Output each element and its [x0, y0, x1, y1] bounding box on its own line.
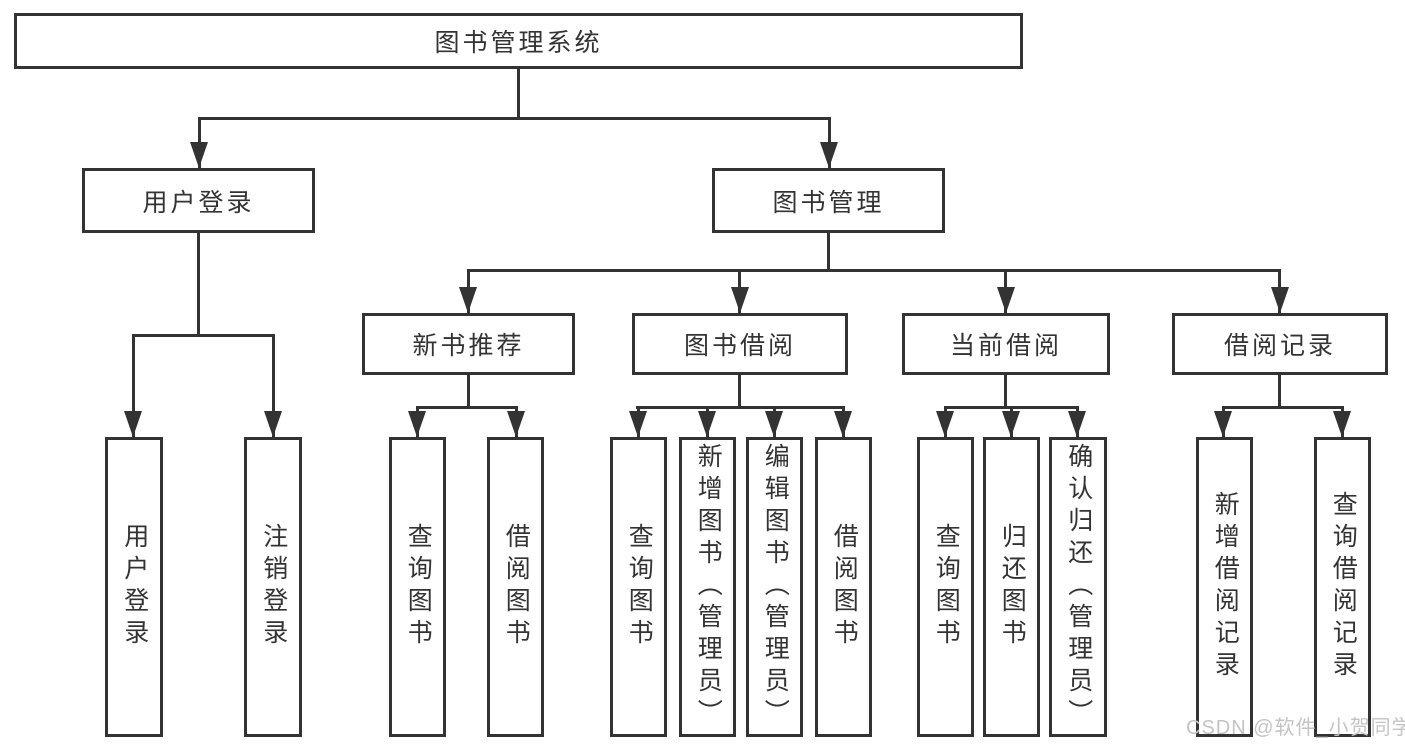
- arrow-down-icon: [507, 411, 525, 437]
- leaf-query-borrow-record: 查询借阅记录: [1314, 437, 1371, 737]
- arrow-down-icon: [264, 411, 282, 437]
- arrow-down-icon: [1271, 287, 1289, 313]
- leaf-query-borrow-record-label: 查询借阅记录: [1329, 491, 1358, 683]
- node-current-borrow: 当前借阅: [902, 313, 1110, 375]
- connector-book-management-stub: [827, 233, 830, 272]
- leaf-borrow-books-recommend-label: 借阅图书: [502, 523, 531, 651]
- node-root-label: 图书管理系统: [434, 29, 603, 57]
- node-new-book-recommend-label: 新书推荐: [412, 332, 525, 360]
- leaf-return-book: 归还图书: [983, 437, 1040, 737]
- connector-book-borrow-branch: [636, 406, 845, 409]
- leaf-edit-book-admin: 编辑图书（管理员）: [746, 437, 803, 737]
- leaf-user-login: 用户登录: [105, 437, 163, 737]
- connector-borrow-record-branch: [1222, 406, 1344, 409]
- arrow-down-icon: [459, 287, 477, 313]
- connector-level3-branch: [467, 269, 1281, 272]
- leaf-add-borrow-record-label: 新增借阅记录: [1211, 491, 1240, 683]
- node-current-borrow-label: 当前借阅: [949, 332, 1062, 360]
- node-borrow-record: 借阅记录: [1172, 313, 1388, 375]
- arrow-down-icon: [698, 411, 716, 437]
- connector-user-login-branch: [132, 334, 275, 337]
- arrow-down-icon: [997, 287, 1015, 313]
- leaf-add-borrow-record: 新增借阅记录: [1196, 437, 1253, 737]
- connector-level2-branch: [198, 117, 831, 120]
- leaf-edit-book-admin-label: 编辑图书（管理员）: [761, 443, 790, 731]
- connector-new-book-stub: [467, 375, 470, 409]
- arrow-down-icon: [1068, 411, 1086, 437]
- connector-borrow-record-stub: [1278, 375, 1281, 409]
- leaf-logout-label: 注销登录: [259, 523, 288, 651]
- node-book-borrow-label: 图书借阅: [683, 332, 796, 360]
- arrow-down-icon: [731, 287, 749, 313]
- leaf-query-books-borrow-label: 查询图书: [625, 523, 654, 651]
- leaf-confirm-return-admin-label: 确认归还（管理员）: [1064, 443, 1093, 731]
- connector-line: [132, 334, 135, 437]
- leaf-add-book-admin: 新增图书（管理员）: [679, 437, 736, 737]
- arrow-down-icon: [834, 411, 852, 437]
- leaf-query-books-recommend: 查询图书: [389, 437, 446, 737]
- node-user-login-label: 用户登录: [142, 188, 255, 217]
- node-borrow-record-label: 借阅记录: [1223, 332, 1336, 360]
- connector-new-book-branch: [416, 406, 518, 409]
- csdn-watermark: CSDN @软件_小贺同学: [1186, 717, 1405, 739]
- node-root: 图书管理系统: [14, 13, 1023, 69]
- leaf-logout: 注销登录: [244, 437, 302, 737]
- arrow-down-icon: [820, 142, 838, 168]
- arrow-down-icon: [936, 411, 954, 437]
- arrow-down-icon: [629, 411, 647, 437]
- leaf-borrow-books: 借阅图书: [815, 437, 872, 737]
- arrow-down-icon: [190, 142, 208, 168]
- node-book-borrow: 图书借阅: [632, 313, 848, 375]
- node-book-management: 图书管理: [712, 168, 945, 233]
- leaf-query-books-current: 查询图书: [917, 437, 974, 737]
- leaf-return-book-label: 归还图书: [998, 523, 1027, 651]
- arrow-down-icon: [408, 411, 426, 437]
- connector-book-borrow-stub: [738, 375, 741, 409]
- leaf-add-book-admin-label: 新增图书（管理员）: [694, 443, 723, 731]
- arrow-down-icon: [1333, 411, 1351, 437]
- arrow-down-icon: [124, 411, 142, 437]
- leaf-query-books-current-label: 查询图书: [932, 523, 961, 651]
- node-new-book-recommend: 新书推荐: [362, 313, 575, 375]
- leaf-user-login-label: 用户登录: [120, 523, 149, 651]
- arrow-down-icon: [1214, 411, 1232, 437]
- arrow-down-icon: [765, 411, 783, 437]
- node-book-management-label: 图书管理: [772, 188, 885, 217]
- node-user-login: 用户登录: [82, 168, 315, 233]
- connector-user-login-stub: [197, 233, 200, 336]
- connector-line: [272, 334, 275, 437]
- leaf-borrow-books-label: 借阅图书: [830, 523, 859, 651]
- leaf-confirm-return-admin: 确认归还（管理员）: [1049, 437, 1107, 737]
- connector-root-stub: [517, 69, 520, 119]
- connector-current-borrow-stub: [1004, 375, 1007, 409]
- arrow-down-icon: [1002, 411, 1020, 437]
- leaf-borrow-books-recommend: 借阅图书: [487, 437, 544, 737]
- leaf-query-books-recommend-label: 查询图书: [404, 523, 433, 651]
- leaf-query-books-borrow: 查询图书: [610, 437, 667, 737]
